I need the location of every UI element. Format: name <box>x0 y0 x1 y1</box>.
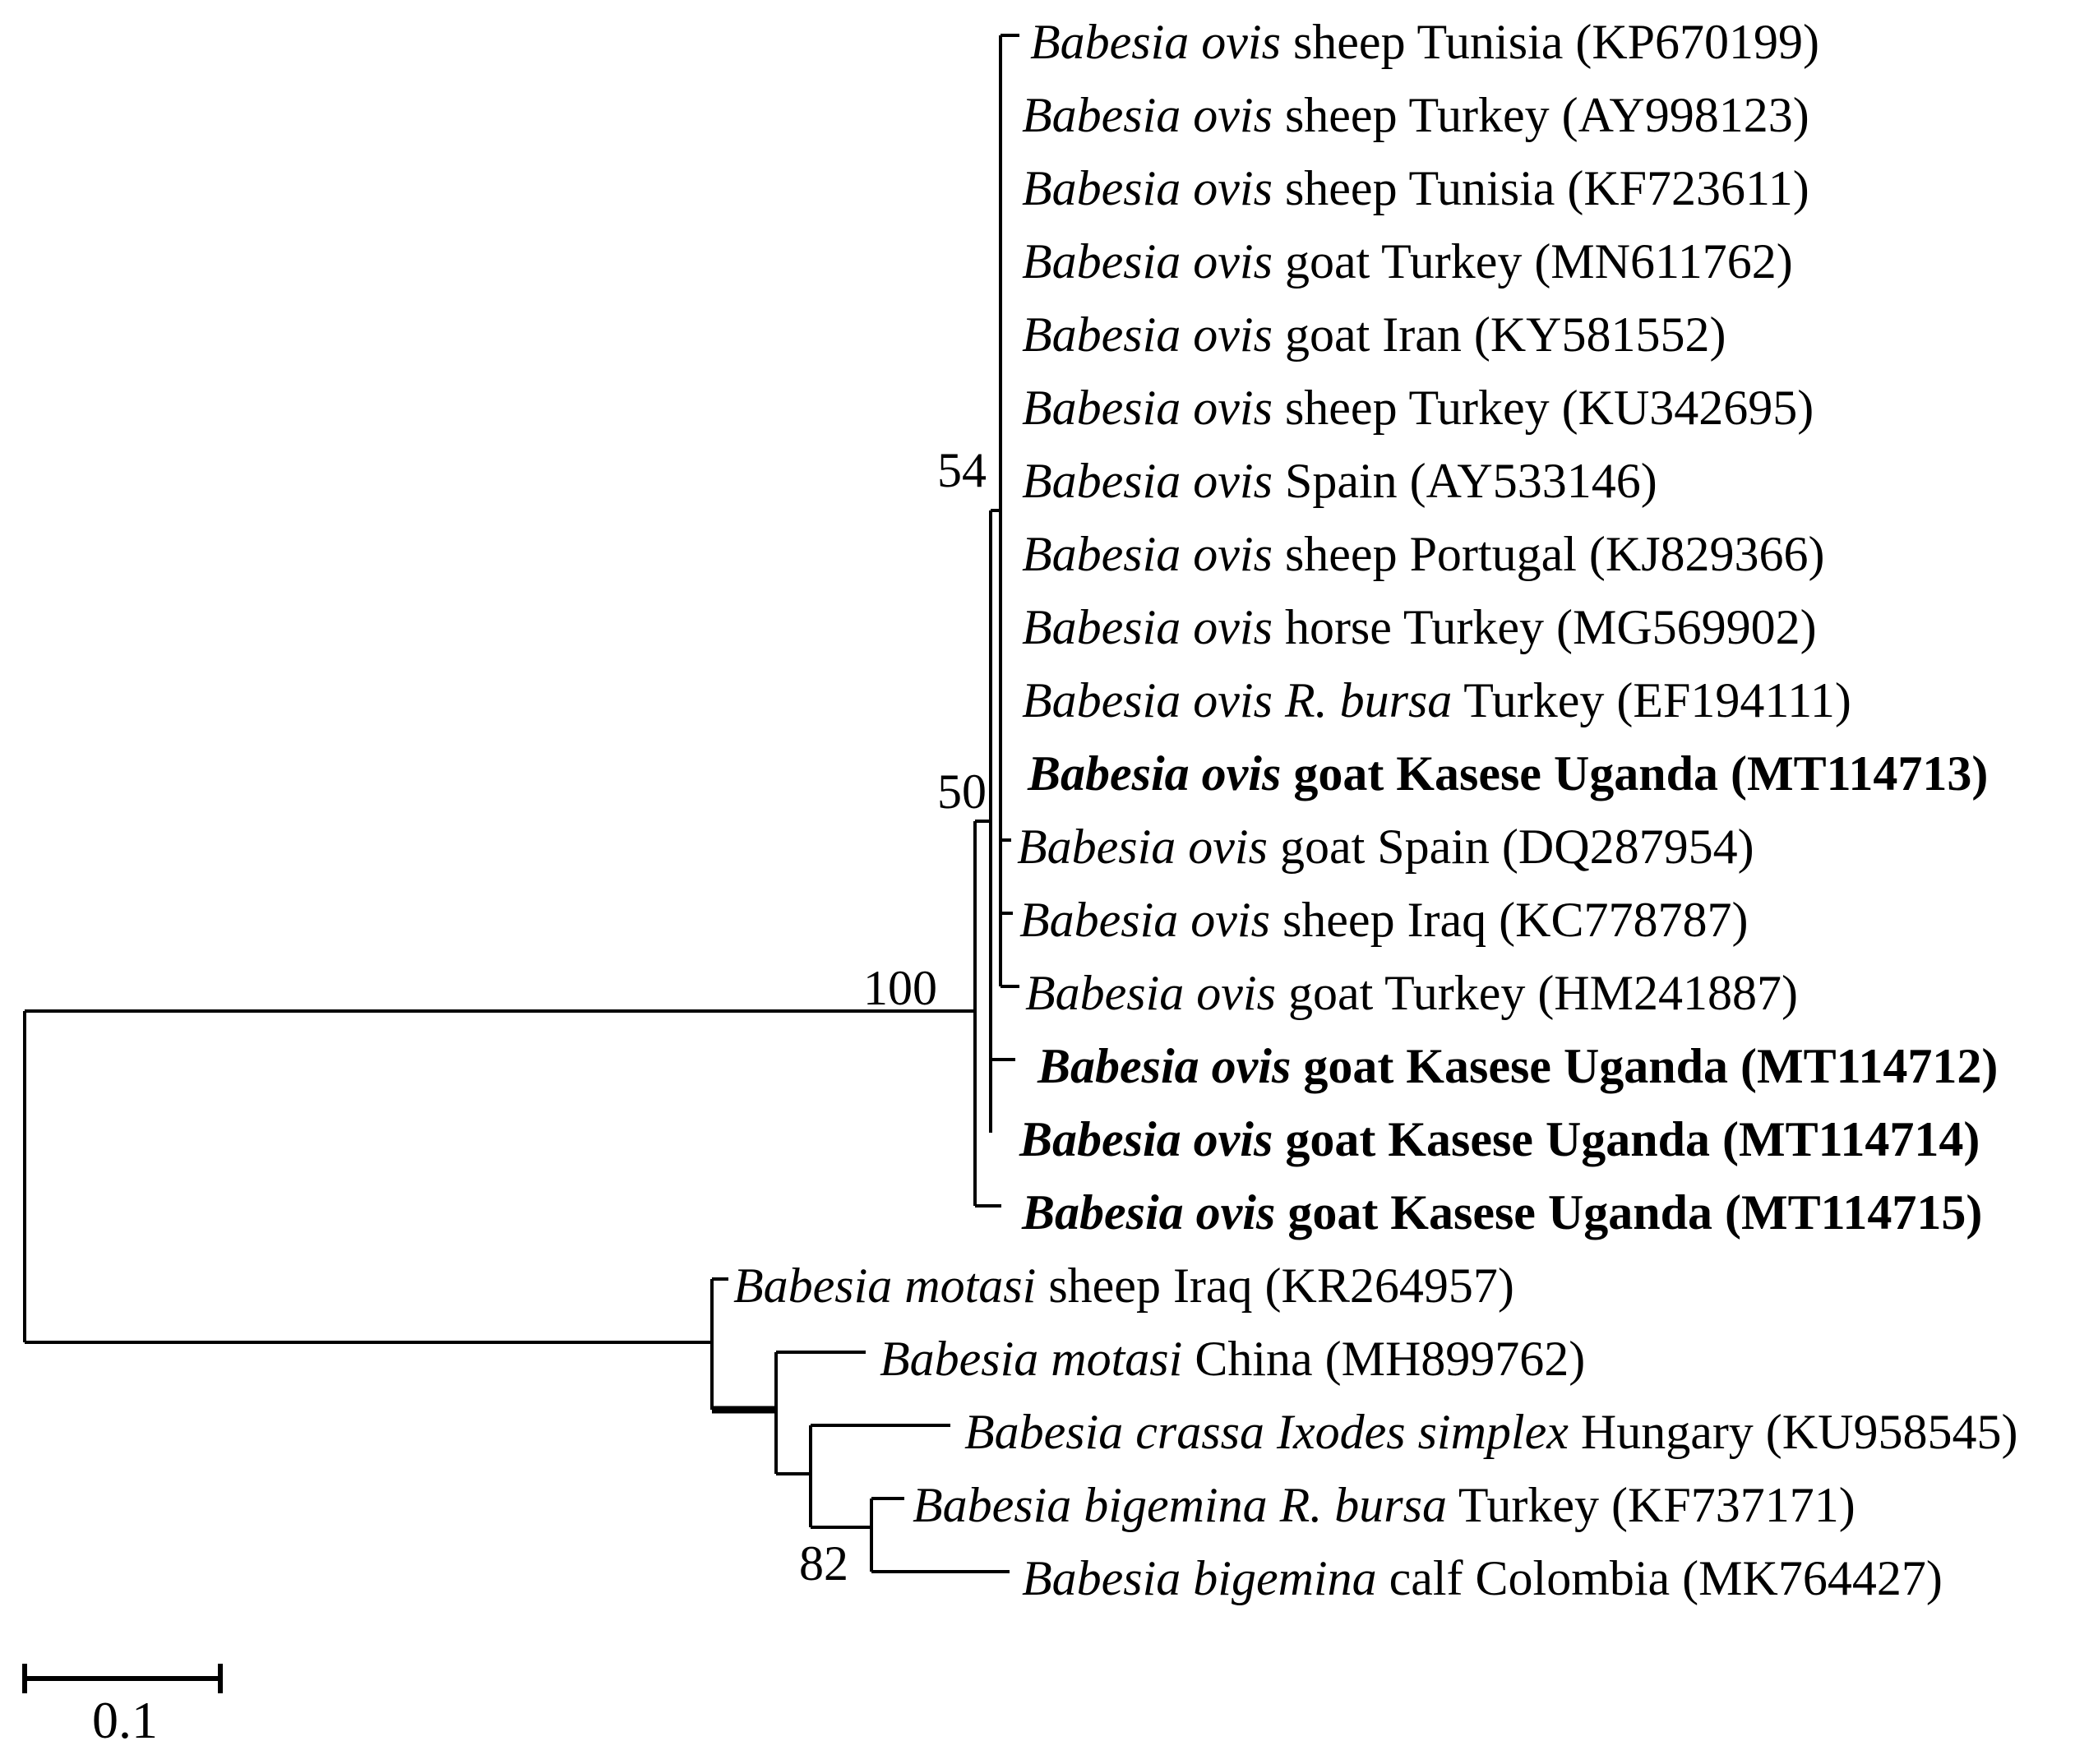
taxon-label: Babesia ovis goat Turkey (HM241887) <box>1025 966 1798 1020</box>
taxon-label: Babesia ovis sheep Iraq (KC778787) <box>1019 893 1748 947</box>
taxon-label: Babesia ovis goat Kasese Uganda (MT11471… <box>1021 1185 1982 1240</box>
bootstrap-value-82: 82 <box>799 1536 848 1591</box>
taxon-label: Babesia ovis goat Kasese Uganda (MT11471… <box>1027 746 1988 801</box>
bootstrap-value-54: 54 <box>937 443 987 497</box>
taxon-label: Babesia ovis R. bursa Turkey (EF194111) <box>1022 673 1851 727</box>
scale-bar: 0.1 <box>22 1664 223 1749</box>
taxon-label: Babesia bigemina R. bursa Turkey (KF7371… <box>913 1478 1855 1532</box>
taxon-label: Babesia ovis Spain (AY533146) <box>1022 454 1657 508</box>
scale-bar-label: 0.1 <box>92 1691 158 1749</box>
taxon-label: Babesia ovis sheep Turkey (KU342695) <box>1022 381 1814 435</box>
taxon-label: Babesia motasi China (MH899762) <box>880 1332 1585 1386</box>
taxon-label: Babesia ovis goat Iran (KY581552) <box>1022 307 1726 362</box>
taxon-label: Babesia ovis sheep Tunisia (KF723611) <box>1022 161 1809 215</box>
taxon-label: Babesia crassa Ixodes simplex Hungary (K… <box>964 1405 2017 1459</box>
taxon-label: Babesia ovis goat Kasese Uganda (MT11471… <box>1037 1039 1998 1093</box>
taxon-label: Babesia ovis goat Kasese Uganda (MT11471… <box>1019 1112 1980 1166</box>
taxon-label: Babesia ovis goat Spain (DQ287954) <box>1017 820 1754 874</box>
taxon-label: Babesia ovis horse Turkey (MG569902) <box>1022 600 1817 654</box>
bootstrap-labels: 54 50 100 82 <box>799 443 987 1591</box>
taxon-label: Babesia ovis sheep Portugal (KJ829366) <box>1022 527 1825 581</box>
bootstrap-value-50: 50 <box>937 764 987 819</box>
taxon-label: Babesia motasi sheep Iraq (KR264957) <box>733 1258 1514 1313</box>
tree-branches <box>23 34 1019 1573</box>
bootstrap-value-100: 100 <box>863 961 937 1015</box>
taxon-label: Babesia bigemina calf Colombia (MK764427… <box>1022 1551 1943 1605</box>
taxon-labels: Babesia ovis sheep Tunisia (KP670199) Bab… <box>733 15 2017 1605</box>
taxon-label: Babesia ovis goat Turkey (MN611762) <box>1022 234 1793 289</box>
taxon-label: Babesia ovis sheep Turkey (AY998123) <box>1022 88 1809 142</box>
taxon-label: Babesia ovis sheep Tunisia (KP670199) <box>1030 15 1819 69</box>
